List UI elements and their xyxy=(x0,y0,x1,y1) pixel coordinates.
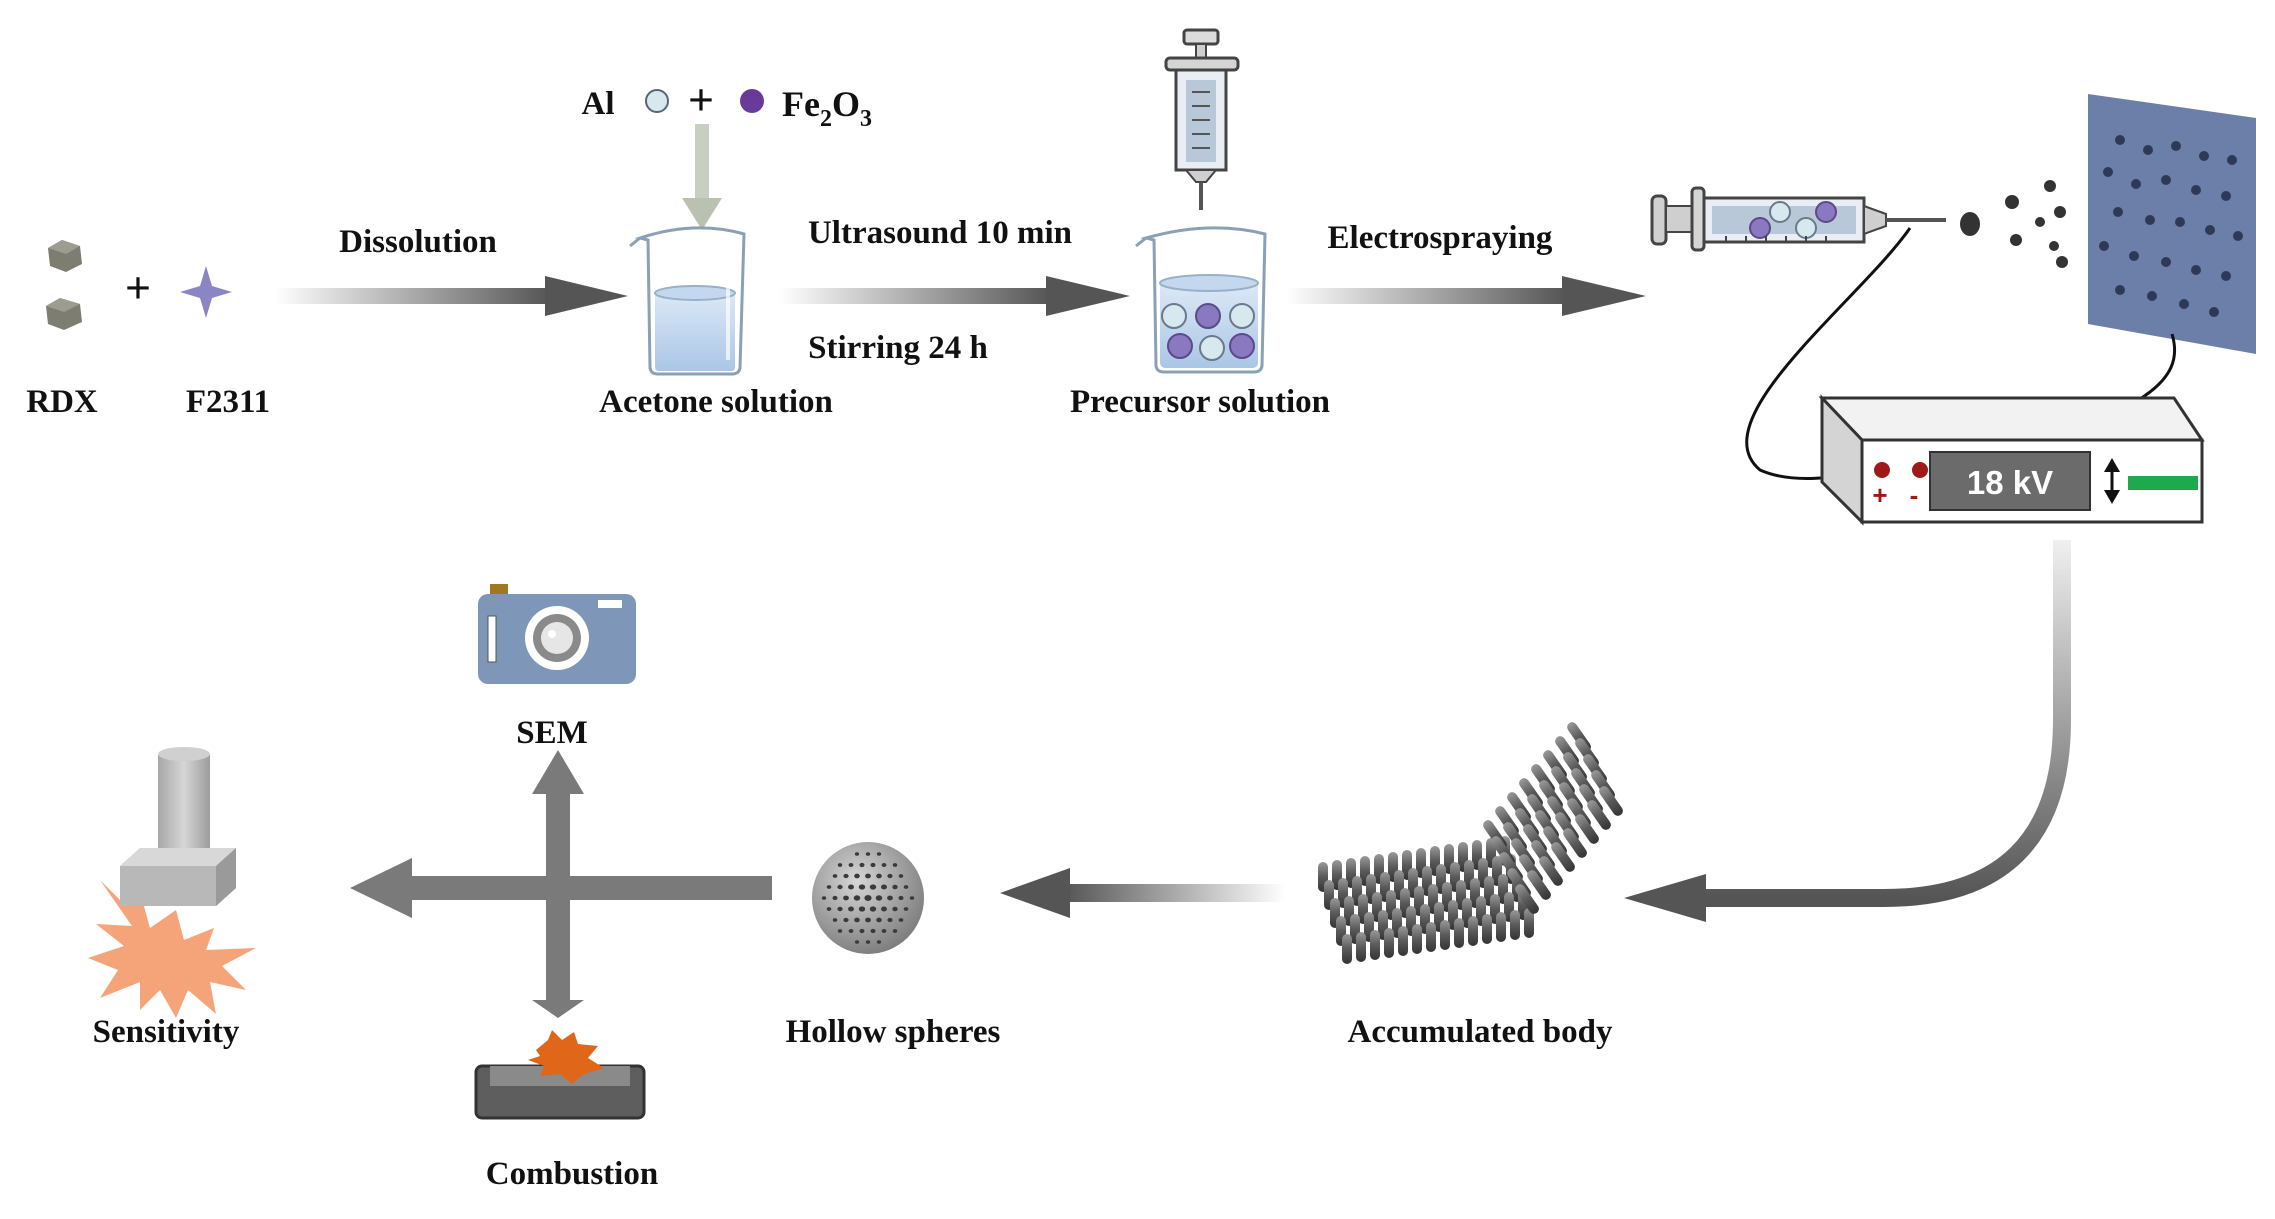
rdx-label: RDX xyxy=(26,384,98,420)
rdx-crystal-icon xyxy=(46,240,82,330)
stirring-label: Stirring 24 h xyxy=(808,330,988,366)
accumulated-body-icon xyxy=(1318,722,1623,964)
power-supply-icon: + - 18 kV xyxy=(1818,394,2205,526)
characterization-cross-arrows xyxy=(350,750,772,1018)
arrow-add-particles xyxy=(682,124,722,230)
beaker-icon xyxy=(629,226,746,376)
sem-label: SEM xyxy=(516,715,588,751)
arrow-to-hollow-spheres xyxy=(1000,868,1285,918)
arrow-electrospraying xyxy=(1286,276,1646,316)
accumulated-body-label: Accumulated body xyxy=(1348,1014,1613,1050)
arrow-to-accumulated-body xyxy=(1624,540,2071,922)
fe2o3-particle-icon xyxy=(740,89,764,113)
f2311-label: F2311 xyxy=(186,384,270,420)
syringe-icon xyxy=(1650,186,1946,252)
arrow-ultrasound-stirring xyxy=(780,276,1130,316)
minus-terminal-label: - xyxy=(1910,480,1919,510)
acetone-solution-label: Acetone solution xyxy=(599,384,833,420)
spray-droplets xyxy=(1960,180,2068,268)
voltage-display: 18 kV xyxy=(1967,464,2053,501)
fe2o3-label: Fe2O3 xyxy=(782,84,872,132)
al-label: Al xyxy=(582,86,615,122)
camera-icon xyxy=(478,584,636,684)
electrospraying-label: Electrospraying xyxy=(1328,220,1553,256)
arrow-dissolution xyxy=(275,276,628,316)
syringe-icon xyxy=(1164,28,1240,210)
plus-sign: + xyxy=(125,262,151,313)
hollow-spheres-label: Hollow spheres xyxy=(786,1014,1001,1050)
dissolution-label: Dissolution xyxy=(339,224,497,260)
hollow-sphere-icon xyxy=(812,842,924,954)
plus-terminal-label: + xyxy=(1872,480,1887,510)
f2311-star-icon xyxy=(180,266,232,318)
ultrasound-label: Ultrasound 10 min xyxy=(808,215,1072,251)
sensitivity-label: Sensitivity xyxy=(93,1014,240,1050)
combustion-label: Combustion xyxy=(486,1156,658,1192)
collector-plate xyxy=(2088,94,2256,354)
precursor-solution-label: Precursor solution xyxy=(1070,384,1330,420)
beaker-icon xyxy=(1135,226,1267,374)
impact-tester-icon xyxy=(88,747,256,1018)
combustion-tray-icon xyxy=(474,1030,646,1120)
plus-sign: + xyxy=(688,74,714,125)
al-particle-icon xyxy=(645,89,669,113)
